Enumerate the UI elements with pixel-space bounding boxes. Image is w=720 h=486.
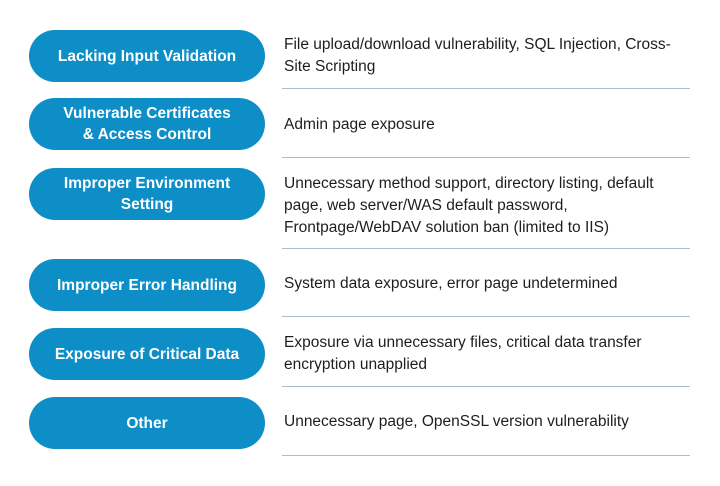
category-pill: Vulnerable Certificates & Access Control <box>29 98 265 150</box>
row-divider <box>282 386 690 387</box>
description-text: Unnecessary method support, directory li… <box>284 175 654 236</box>
row-divider <box>282 455 690 456</box>
row-divider <box>282 248 690 249</box>
category-pill: Exposure of Critical Data <box>29 328 265 380</box>
description-text: System data exposure, error page undeter… <box>284 275 618 292</box>
description-text: File upload/download vulnerability, SQL … <box>284 36 671 75</box>
row-divider <box>282 88 690 89</box>
row-divider <box>282 316 690 317</box>
description-text: Admin page exposure <box>284 116 435 133</box>
category-pill: Improper Environment Setting <box>29 168 265 220</box>
category-pill: Other <box>29 397 265 449</box>
row-divider <box>282 157 690 158</box>
description-text: Exposure via unnecessary files, critical… <box>284 334 642 373</box>
description-text: Unnecessary page, OpenSSL version vulner… <box>284 413 629 430</box>
category-pill: Lacking Input Validation <box>29 30 265 82</box>
category-pill: Improper Error Handling <box>29 259 265 311</box>
